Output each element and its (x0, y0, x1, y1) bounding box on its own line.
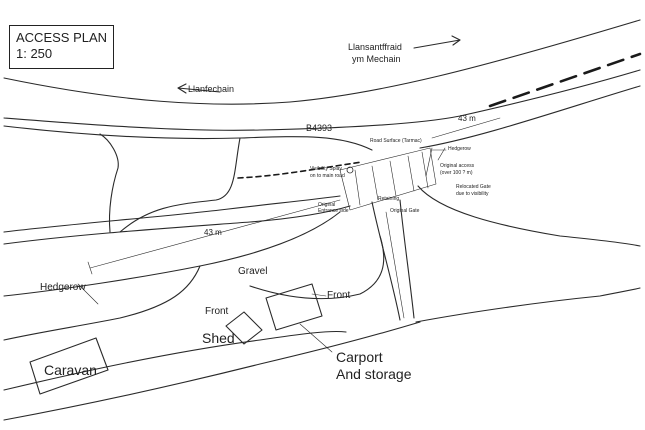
relocated-gate-label: Relocated Gate (456, 184, 491, 190)
dim-label-top: 43 m (458, 114, 476, 123)
caravan-label: Caravan (44, 362, 97, 378)
front-carport-leader (311, 293, 327, 297)
splay-hatch-1 (354, 169, 361, 206)
shed-label: Shed (202, 330, 235, 346)
splay-hatch-3 (389, 160, 397, 197)
plan-scale: 1: 250 (16, 46, 53, 61)
dim-line-bottom (89, 199, 341, 269)
shed-outline (225, 311, 263, 345)
original-entrance-label: Original (318, 202, 336, 208)
retaining-label: Retaining (378, 196, 400, 202)
gravel-curve-2 (249, 235, 385, 300)
plot-boundary (3, 265, 201, 341)
verge-left-2 (99, 133, 119, 233)
arrow-east-head (451, 35, 461, 46)
carport-leader (299, 323, 333, 353)
splay-hatch-2 (371, 165, 379, 201)
road-east-lower (419, 85, 641, 149)
arrow-west-head (177, 83, 187, 94)
lower-field-edge (3, 195, 341, 233)
new-gate-label: Original Gate (390, 208, 420, 214)
lower-field-edge-2 (3, 205, 351, 245)
hedgerow-right-label: Hedgerow (448, 146, 471, 152)
direction-west: Llanfechain (188, 84, 235, 94)
verge-left (119, 137, 241, 233)
direction-east-line2: ym Mechain (352, 54, 401, 64)
splay-hatch-5 (421, 151, 429, 189)
original-access-label: Original access (440, 163, 475, 169)
visibility-splay-label: Visibility Splay (310, 166, 342, 172)
visibility-splay-sub: on to main road (310, 173, 345, 179)
carport-outline (265, 283, 323, 331)
original-entrance-sub: Entrance side (318, 208, 349, 214)
road-centre-line (488, 52, 642, 108)
visibility-point (346, 166, 354, 174)
road-upper-edge (3, 19, 641, 105)
gravel-label: Gravel (238, 266, 268, 277)
visibility-line (237, 161, 363, 179)
dim-label-bottom: 43 m (204, 228, 222, 237)
splay-leader-1 (425, 147, 433, 177)
access-splay (339, 147, 437, 211)
direction-east-line1: Llansantffraid (348, 42, 402, 52)
dim-tick-left (87, 261, 93, 275)
track-inner (385, 211, 405, 319)
caravan-outline (29, 337, 109, 395)
plan-title: ACCESS PLAN (16, 30, 108, 45)
road-lower-edge (3, 69, 641, 131)
lower-plot-edge (3, 330, 347, 391)
right-field-lower (415, 287, 641, 323)
carport-label: Carport (336, 349, 383, 365)
right-field-curve (417, 185, 641, 247)
road-surface-label: Road Surface (Tarmac) (370, 138, 422, 144)
track-edge-right (399, 199, 415, 319)
lower-plot-edge-2 (3, 321, 421, 421)
road-lower-edge-2 (3, 125, 373, 151)
original-access-width: (over 100 ? m) (440, 170, 473, 176)
and-storage-label: And storage (336, 366, 412, 382)
splay-hatch-4 (407, 155, 415, 192)
track-edge-left (371, 201, 401, 321)
hedgerow-left-label: Hedgerow (40, 282, 86, 293)
relocated-gate-reason: due to visibility (456, 191, 489, 197)
front-shed-label: Front (205, 306, 229, 317)
front-carport-label: Front (327, 290, 351, 301)
title-block: ACCESS PLAN 1: 250 (9, 25, 114, 69)
arrow-west-shaft (177, 87, 221, 93)
road-name: B4393 (306, 123, 333, 133)
arrow-east-shaft (413, 39, 461, 49)
dim-line-top (431, 117, 501, 139)
hedgerow-leader (77, 283, 99, 305)
